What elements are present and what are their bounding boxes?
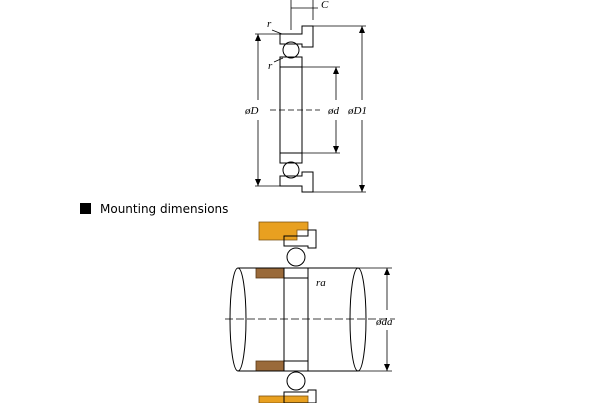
ra-label: ra	[316, 277, 326, 289]
shaft	[225, 267, 395, 372]
c-label: C	[321, 0, 329, 11]
ball	[286, 371, 306, 391]
outer-diameter-label: øD	[244, 105, 259, 117]
da-dimension: øda	[358, 267, 393, 372]
mounting-view: ra øda	[225, 221, 395, 403]
ball	[282, 161, 300, 179]
shoulder-bottom	[255, 360, 285, 372]
inner-ring	[279, 56, 303, 68]
flange-diameter-dimension: øD1	[313, 25, 367, 193]
lower-section	[279, 152, 314, 193]
flange-diameter-label: øD1	[347, 105, 367, 117]
r-mid-label: r	[268, 60, 273, 72]
shoulder-top	[255, 267, 285, 279]
outer-ring	[283, 389, 317, 403]
mounting-heading: Mounting dimensions	[80, 202, 228, 216]
da-label: øda	[375, 316, 393, 328]
inner-ring	[279, 152, 303, 164]
ball	[286, 247, 306, 267]
mounted-upper-section	[283, 229, 317, 279]
r-top-label: r	[267, 18, 272, 30]
bearing-top-view: C r r	[244, 0, 367, 193]
heading-label: Mounting dimensions	[100, 202, 228, 216]
c-dimension: C	[290, 0, 329, 30]
inner-ring	[283, 267, 309, 279]
ball	[282, 41, 300, 59]
upper-section	[279, 25, 314, 68]
inner-ring	[283, 360, 309, 372]
bore-dimension: ød	[302, 66, 340, 154]
heading-bullet	[80, 203, 91, 214]
outer-diameter-dimension: øD	[244, 33, 280, 187]
outer-ring	[283, 229, 317, 249]
bore-label: ød	[327, 105, 340, 117]
outer-ring	[279, 25, 314, 48]
mounted-lower-section	[283, 360, 317, 403]
